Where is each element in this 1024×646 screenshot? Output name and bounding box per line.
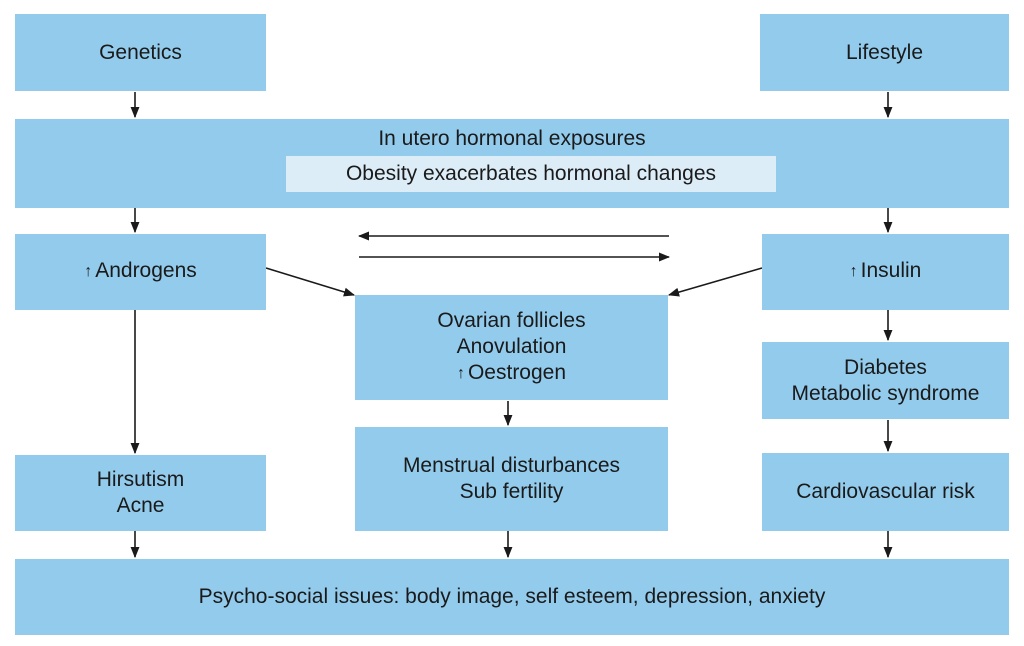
ovarian-line2: Anovulation xyxy=(456,334,567,358)
up-arrow-icon: ↑ xyxy=(456,364,465,382)
hirsutism-line1: Hirsutism xyxy=(96,468,185,491)
oestrogen-label: Oestrogen xyxy=(467,360,567,384)
menstrual-line1: Menstrual disturbances xyxy=(402,454,621,477)
menstrual-line2: Sub fertility xyxy=(459,480,564,503)
androgens-box: ↑Androgens xyxy=(15,234,266,310)
psycho-social-box: Psycho-social issues: body image, self e… xyxy=(15,559,1009,635)
insulin-label: Insulin xyxy=(860,259,922,282)
obesity-label: Obesity exacerbates hormonal changes xyxy=(345,162,717,185)
genetics-box: Genetics xyxy=(15,14,266,91)
up-arrow-icon: ↑ xyxy=(84,263,93,280)
in-utero-title: In utero hormonal exposures xyxy=(378,127,646,150)
insulin-label-line: ↑Insulin xyxy=(850,258,922,286)
diabetes-box: Diabetes Metabolic syndrome xyxy=(762,342,1009,419)
androgens-label: Androgens xyxy=(95,259,197,282)
hirsutism-box: Hirsutism Acne xyxy=(15,455,266,531)
ovarian-line3: ↑Oestrogen xyxy=(457,360,566,388)
cardio-box: Cardiovascular risk xyxy=(762,453,1009,531)
diabetes-line2: Metabolic syndrome xyxy=(791,381,980,405)
genetics-label: Genetics xyxy=(99,40,182,64)
arrow-androgens-to-ovarian xyxy=(265,267,356,297)
obesity-note: Obesity exacerbates hormonal changes xyxy=(286,156,776,192)
lifestyle-box: Lifestyle xyxy=(760,14,1009,91)
lifestyle-label: Lifestyle xyxy=(845,40,924,64)
cardio-label: Cardiovascular risk xyxy=(796,480,975,503)
up-arrow-icon: ↑ xyxy=(849,263,858,280)
psycho-social-label: Psycho-social issues: body image, self e… xyxy=(198,585,826,608)
ovarian-box: Ovarian follicles Anovulation ↑Oestrogen xyxy=(355,295,668,400)
diabetes-line1: Diabetes xyxy=(844,355,927,379)
menstrual-box: Menstrual disturbances Sub fertility xyxy=(355,427,668,531)
arrow-insulin-to-ovarian xyxy=(667,267,763,297)
androgens-label-line: ↑Androgens xyxy=(84,258,197,286)
ovarian-line1: Ovarian follicles xyxy=(437,308,586,332)
hirsutism-line2: Acne xyxy=(116,494,165,517)
insulin-box: ↑Insulin xyxy=(762,234,1009,310)
